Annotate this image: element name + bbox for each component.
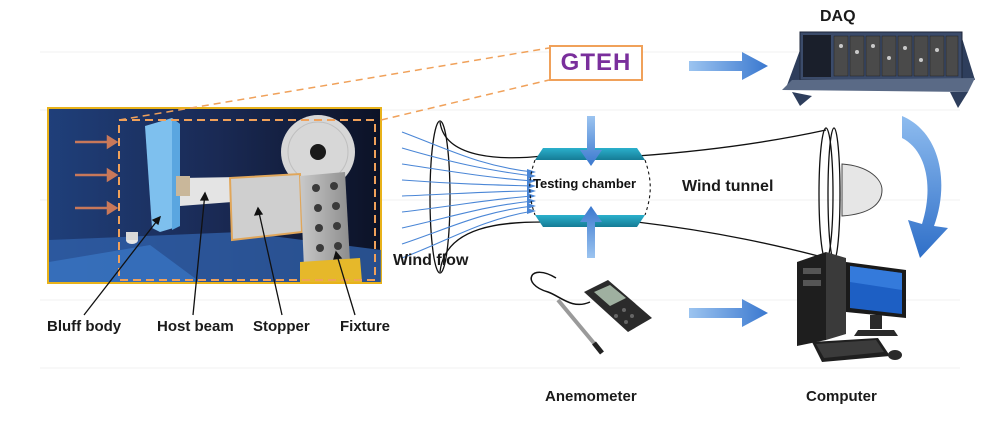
wind-tunnel (429, 120, 841, 274)
testing-chamber-label: Testing chamber (533, 176, 637, 191)
fixture-shape (300, 172, 350, 268)
gteh-connector-lines (118, 47, 550, 121)
anemometer-label: Anemometer (545, 388, 637, 405)
component-pointers (83, 191, 356, 316)
harvester-photo (47, 107, 382, 284)
bluff-body-label: Bluff body (47, 318, 122, 335)
daq-to-computer-arrow (902, 116, 948, 258)
daq-label: DAQ (820, 8, 856, 25)
anemometer-to-computer-arrow (689, 299, 768, 327)
photo-wind-arrows (75, 134, 119, 216)
computer-label: Computer (806, 388, 877, 405)
fixture-label: Fixture (340, 318, 391, 335)
daq-device (782, 31, 975, 108)
stopper-shape (228, 172, 304, 242)
gteh-to-daq-arrow (689, 52, 768, 80)
wind-streamlines (401, 131, 534, 259)
host-beam-label: Host beam (157, 318, 234, 335)
gteh-label-box: GTEH (549, 45, 643, 81)
anemometer-device (530, 271, 652, 355)
chamber-arrows (580, 116, 602, 258)
stopper-label: Stopper (253, 318, 310, 335)
wind-tunnel-label: Wind tunnel (682, 178, 774, 195)
gteh-label: GTEH (560, 49, 632, 76)
wind-flow-label: Wind flow (393, 252, 469, 269)
computer-device (797, 252, 906, 362)
bluff-body-shape (145, 118, 180, 232)
fan-hub (841, 163, 883, 217)
